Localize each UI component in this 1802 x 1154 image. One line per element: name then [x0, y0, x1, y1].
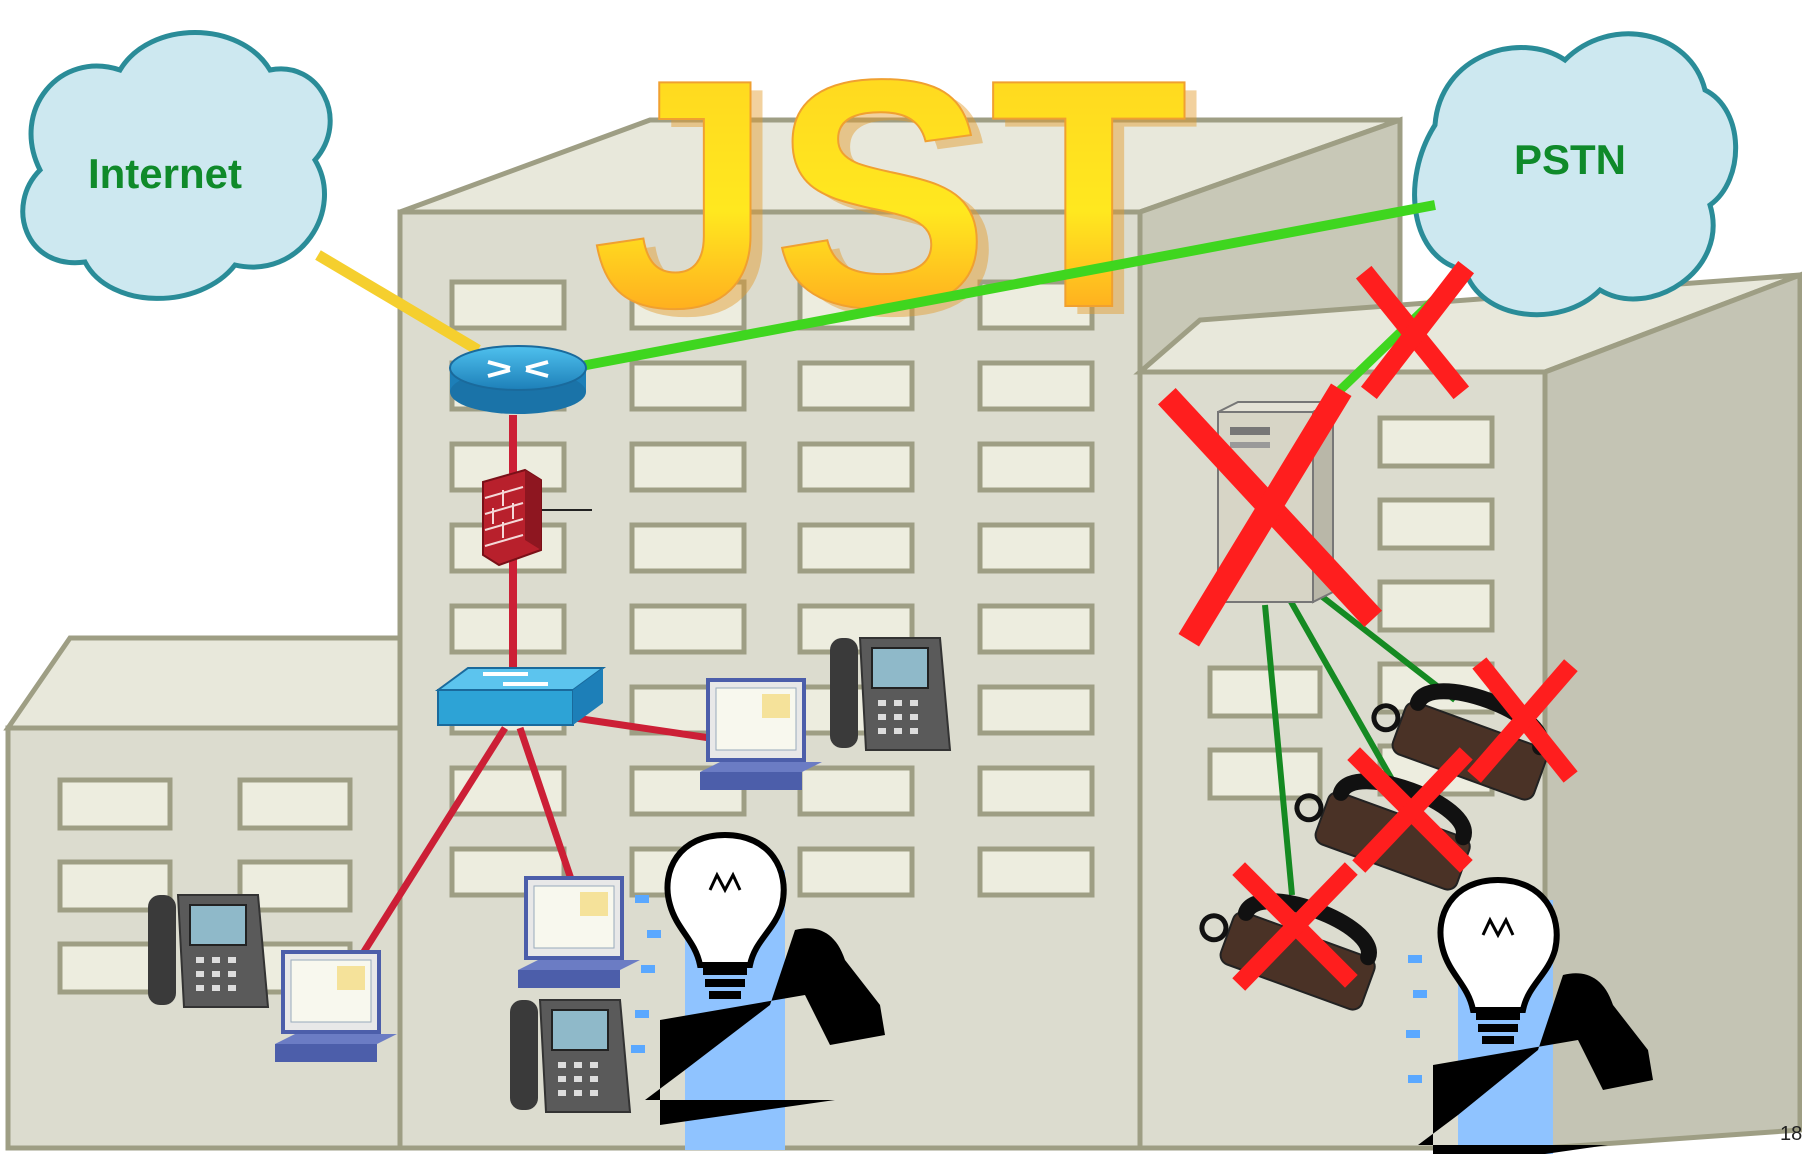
network-links [315, 200, 1469, 960]
switch-to-pc-left-link [357, 726, 508, 960]
building-window [1207, 747, 1323, 801]
building-window [797, 522, 915, 574]
building-window [237, 859, 353, 913]
pbx-to-phone-1-link [1262, 604, 1295, 896]
router-to-pstn-link [559, 200, 1436, 375]
building-window [797, 765, 915, 817]
ip-phone-icon [830, 637, 952, 751]
building-window [1377, 415, 1495, 469]
internet-cloud: Internet [20, 30, 333, 301]
building-window [977, 441, 1095, 493]
switch-to-pc-right-link [574, 714, 711, 742]
building-window [977, 765, 1095, 817]
internet-label: Internet [88, 150, 242, 197]
ip-phone-icon [510, 999, 632, 1113]
building-window [977, 522, 1095, 574]
building-window [449, 279, 567, 331]
building-window [1377, 579, 1495, 633]
idea-person-icon [1406, 876, 1653, 1154]
building-window [1207, 665, 1323, 719]
building-window [629, 279, 747, 331]
workstation-icon [275, 950, 397, 1062]
building-window [237, 777, 353, 831]
workstation-icon [700, 678, 822, 790]
building-window [797, 846, 915, 898]
switch-to-pc-bottom-link [516, 726, 576, 884]
router-icon [449, 345, 587, 414]
building-window [629, 522, 747, 574]
red-x-icon [1355, 260, 1475, 400]
firewall-icon [482, 468, 542, 567]
switch-icon [434, 667, 607, 726]
idea-person-icon [631, 831, 885, 1150]
jst-logo: JST [604, 20, 1200, 383]
building-window [1377, 497, 1495, 551]
building-window [797, 360, 915, 412]
building-window [629, 360, 747, 412]
building-window [977, 684, 1095, 736]
building-window [977, 846, 1095, 898]
page-number: 18 [1780, 1123, 1802, 1145]
building-window [797, 441, 915, 493]
ip-phone-icon [148, 894, 270, 1008]
red-x-icon [1232, 862, 1358, 991]
building-window [629, 603, 747, 655]
jst-logo-face: JST [592, 12, 1188, 375]
building-window [57, 777, 173, 831]
building-window [449, 603, 567, 655]
building-window [977, 360, 1095, 412]
pbx-to-phone-2-link [1287, 598, 1401, 792]
building-window [977, 603, 1095, 655]
red-x-icon [1467, 657, 1578, 783]
red-x-icon [1158, 383, 1382, 647]
red-x-icon [1347, 747, 1473, 873]
workstation-icon [518, 876, 640, 988]
building-window [57, 859, 173, 913]
building-window [449, 441, 567, 493]
building-window [629, 441, 747, 493]
pstn-label: PSTN [1514, 136, 1626, 183]
pbx-to-phone-3-link [1318, 592, 1457, 703]
internet-to-router-link [315, 250, 481, 355]
